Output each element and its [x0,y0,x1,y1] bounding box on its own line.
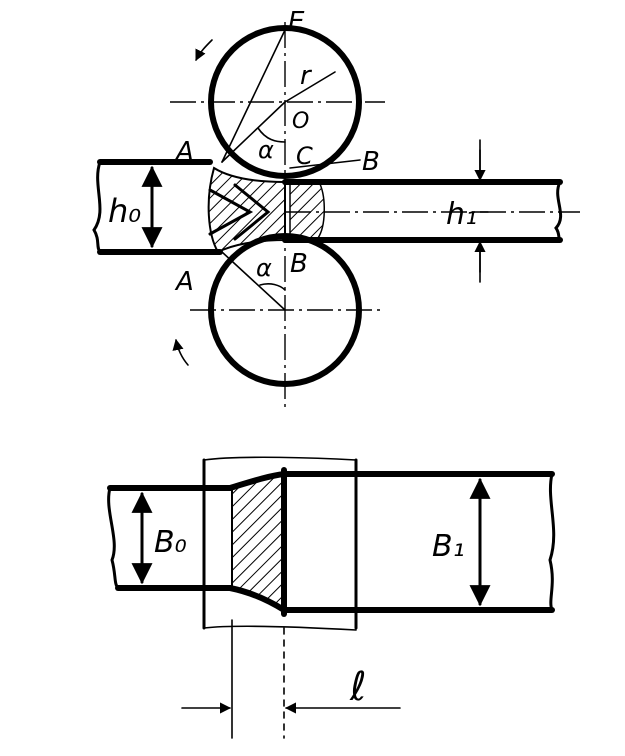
label-l: ℓ [349,664,367,710]
label-B0: B₀ [154,525,187,560]
angle-arc-bottom [259,283,286,291]
incoming-strip-end [107,486,120,590]
angle-arc-top [257,127,286,143]
radius-line [284,71,336,103]
diagonal-E-A [221,29,286,163]
label-h1: h₁ [446,197,477,232]
label-O: O [292,109,309,134]
label-h0: h₀ [108,192,141,230]
h1-dimension [471,139,489,283]
leader-B-top [289,159,361,169]
rolling-plan-view: B₀ B₁ ℓ [107,456,556,739]
upper-roll-rotation-arrow [195,39,213,62]
contact-zone-hatch [231,472,285,612]
flow-chevron [233,183,271,241]
roll-band-bottom [203,625,357,631]
roll-band-top [203,456,357,461]
label-alpha-bottom: α [256,254,272,282]
angle-arm-bottom [221,251,286,311]
label-alpha-top: α [258,136,274,164]
outgoing-strip [282,179,563,243]
rolling-side-view: E r O A α C B h₀ h₁ A α B [92,7,580,408]
label-B1: B₁ [432,529,465,564]
label-B-top: B [362,147,380,177]
label-A-bottom: A [174,267,194,297]
label-A-top: A [174,137,194,167]
label-B-bottom: B [290,249,308,279]
lower-roll-rotation-arrow [172,338,189,366]
flow-chevron [208,188,254,236]
label-C: C [296,142,313,170]
exit-zone-hatch [289,183,325,239]
incoming-strip [92,159,223,255]
label-E: E [288,7,305,37]
angle-arm-top [221,101,286,163]
outgoing-strip-end [548,472,556,612]
label-r: r [300,61,313,91]
